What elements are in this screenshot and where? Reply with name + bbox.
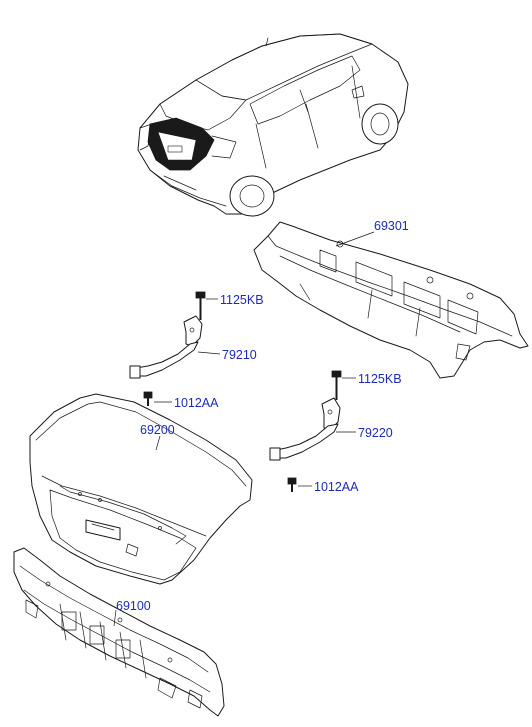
left-hinge	[129, 315, 203, 379]
right-hinge	[269, 397, 341, 461]
left-hinge-bottom-bolt-label: 1012AA	[174, 396, 219, 410]
right-hinge-bolt-top	[331, 370, 342, 400]
left-hinge-bolt-bottom	[143, 391, 153, 406]
left-hinge-label: 79210	[222, 348, 257, 362]
left-hinge-top-bolt-label: 1125KB	[220, 293, 264, 307]
rear-deck-panel	[253, 221, 529, 379]
back-panel	[13, 547, 225, 717]
deck-panel-leader	[335, 231, 375, 247]
car-illustration	[137, 33, 409, 217]
back-panel-label: 69100	[116, 599, 151, 613]
right-hinge-bottom-bolt-label: 1012AA	[314, 480, 359, 494]
right-hinge-bolt-bottom	[287, 477, 297, 492]
trunk-lid-label: 69200	[140, 423, 175, 437]
right-hinge-top-bolt-label: 1125KB	[358, 372, 402, 386]
back-panel-leader	[113, 609, 117, 627]
right-hinge-label: 79220	[358, 426, 393, 440]
trunk-lid-leader	[155, 435, 161, 451]
left-hinge-bolt-top	[195, 291, 206, 320]
trunk-lid	[29, 393, 253, 585]
deck-panel-label: 69301	[374, 219, 409, 233]
